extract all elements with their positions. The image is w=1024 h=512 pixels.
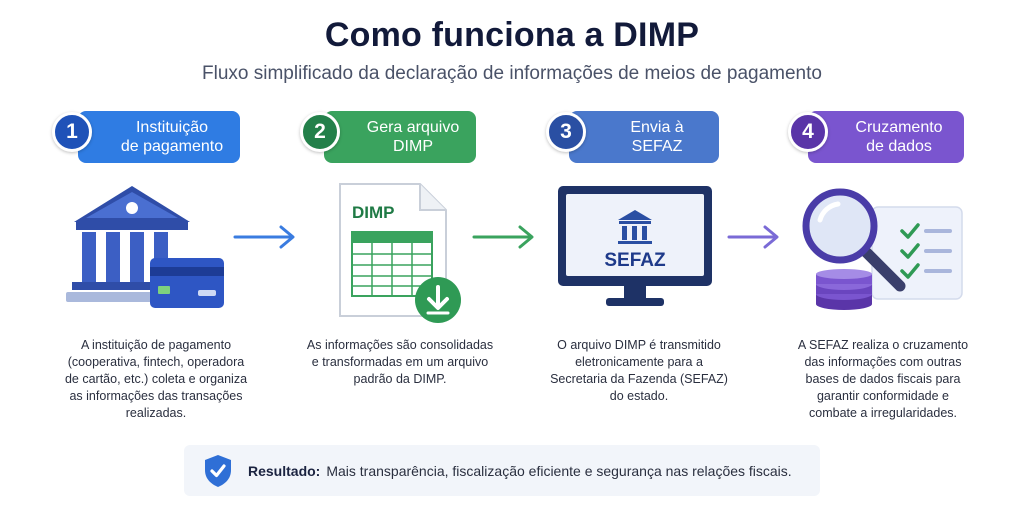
magnifier-icon xyxy=(802,188,906,292)
step-4-description-line: combate a irregularidades. xyxy=(809,406,957,420)
step-3-description: O arquivo DIMP é transmitido eletronicam… xyxy=(531,337,747,405)
step-1-label-line1: Instituição xyxy=(135,119,209,136)
step-1-label: Instituição de pagamento xyxy=(78,111,240,163)
step-2-badge: 2 xyxy=(300,112,340,152)
step-2-description-line: e transformadas em um arquivo xyxy=(311,355,489,369)
step-3-label-line1: Envia à xyxy=(630,119,684,136)
step-1-description-line: A instituição de pagamento xyxy=(80,338,232,352)
spreadsheet-file-icon: DIMP xyxy=(339,183,447,317)
result-text: Mais transparência, fiscalização eficien… xyxy=(326,462,792,479)
arrow-right-icon xyxy=(727,225,779,249)
arrow-right-icon xyxy=(233,225,295,249)
step-1-label-line2: de pagamento xyxy=(120,138,224,155)
file-title-text: DIMP xyxy=(352,203,395,222)
step-3-label: Envia à SEFAZ xyxy=(569,111,719,163)
shield-check-icon xyxy=(205,454,231,487)
step-2-label-line1: Gera arquivo xyxy=(366,119,460,136)
step-4-label: Cruzamento de dados xyxy=(808,111,964,163)
result-label: Resultado: xyxy=(248,462,321,479)
step-1-description-line: (cooperativa, fintech, operadora xyxy=(67,355,245,369)
step-4-description-line: A SEFAZ realiza o cruzamento xyxy=(797,338,969,352)
step-4-label-line2: de dados xyxy=(866,138,932,155)
step-2-description-line: As informações são consolidadas xyxy=(306,338,494,352)
step-1-description-line: as informações das transações xyxy=(69,389,243,403)
monitor-text: SEFAZ xyxy=(604,250,666,271)
step-1-badge: 1 xyxy=(52,112,92,152)
database-icon xyxy=(816,269,872,310)
step-4-description-line: das informações com outras xyxy=(804,355,962,369)
monitor-icon: SEFAZ xyxy=(558,186,712,306)
step-1-description-line: realizadas. xyxy=(125,406,187,420)
result-banner: Resultado: Mais transparência, fiscaliza… xyxy=(184,445,820,496)
step-1-description-line: de cartão, etc.) coleta e organiza xyxy=(64,372,248,386)
step-4-description-line: bases de dados fiscais para xyxy=(805,372,961,386)
step-3-description-line: Secretaria da Fazenda (SEFAZ) xyxy=(550,372,728,386)
step-2-description: As informações são consolidadas e transf… xyxy=(292,337,508,388)
arrow-right-icon xyxy=(472,225,534,249)
credit-card-icon xyxy=(150,258,224,308)
page-subtitle: Fluxo simplificado da declaração de info… xyxy=(202,63,822,84)
step-1-description: A instituição de pagamento (cooperativa,… xyxy=(48,337,264,422)
step-2-description-line: padrão da DIMP. xyxy=(353,372,447,386)
step-2-label-line2: DIMP xyxy=(393,138,433,155)
step-3-badge: 3 xyxy=(546,112,586,152)
step-4-description-line: garantir conformidade e xyxy=(816,389,950,403)
step-4-description: A SEFAZ realiza o cruzamento das informa… xyxy=(775,337,991,422)
step-3-description-line: do estado. xyxy=(609,389,669,403)
step-3-label-line2: SEFAZ xyxy=(631,138,683,155)
step-4-badge: 4 xyxy=(788,112,828,152)
step-4-label-line1: Cruzamento xyxy=(855,119,943,136)
download-icon xyxy=(415,277,461,323)
page-title: Como funciona a DIMP xyxy=(324,16,700,54)
step-3-description-line: O arquivo DIMP é transmitido xyxy=(557,338,721,352)
step-3-description-line: eletronicamente para a xyxy=(575,355,703,369)
